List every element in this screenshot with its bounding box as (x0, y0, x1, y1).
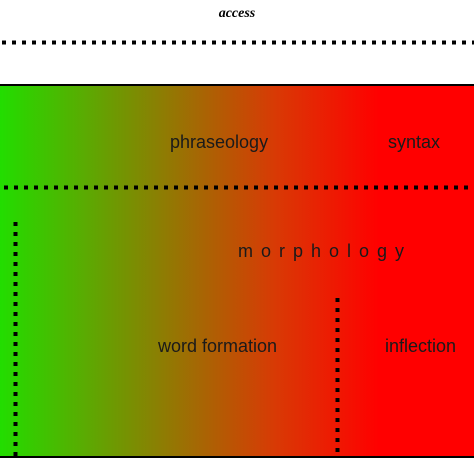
inflection-label: inflection (385, 336, 457, 356)
morphology-label: morphology (238, 241, 413, 261)
syntax-label: syntax (388, 132, 441, 152)
phraseology-label: phraseology (170, 132, 269, 152)
access-label: access (218, 6, 256, 21)
access-dotted-divider (2, 40, 474, 45)
word-formation-label: word formation (158, 336, 278, 356)
syntax-morphology-dotted-divider (4, 185, 474, 190)
morphology-left-dotted-boundary (13, 222, 18, 458)
language-levels-panel: phraseology syntax morphology word forma… (0, 84, 474, 458)
word-formation-inflection-dotted-divider (335, 298, 340, 458)
